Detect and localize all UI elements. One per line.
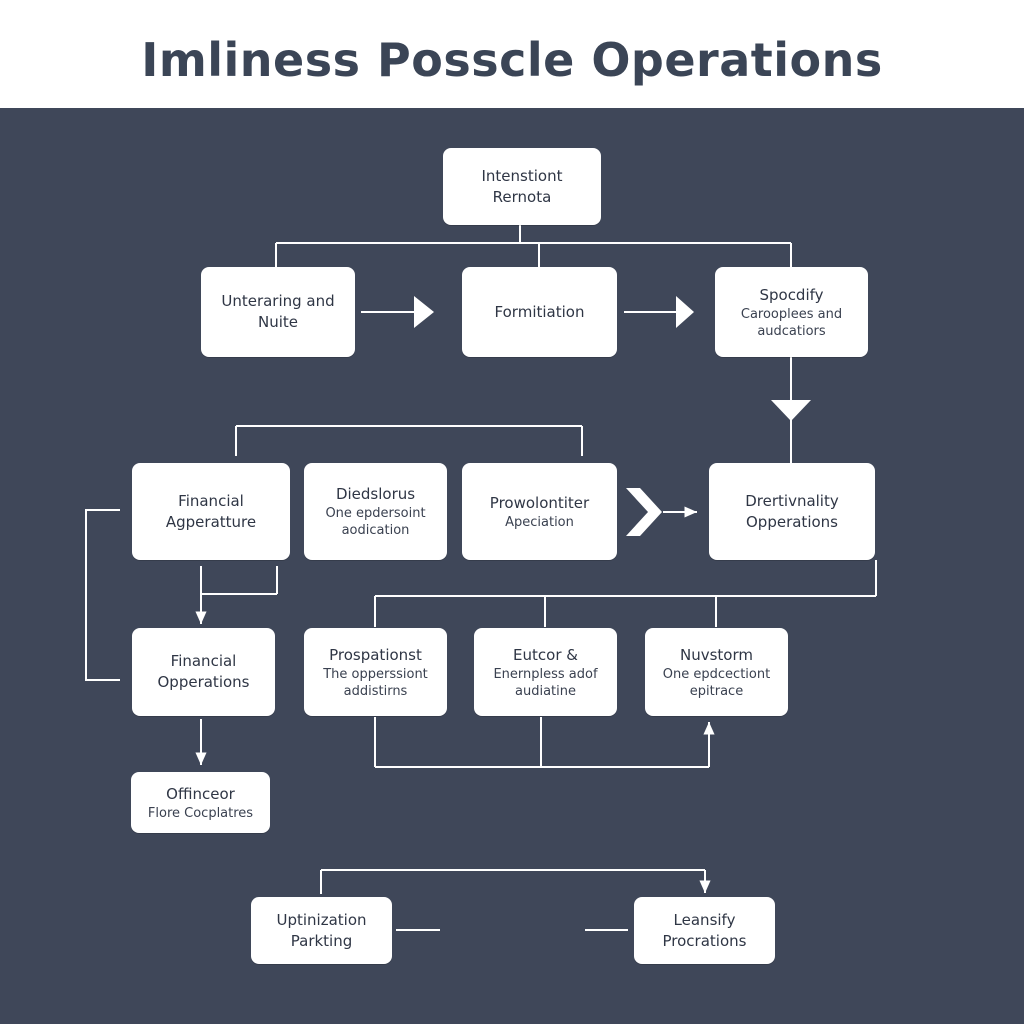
node-nuvstorm[interactable]: Nuvstorm One epdcectiont epitrace — [645, 628, 788, 716]
node-title: Formitiation — [494, 302, 585, 321]
node-spocdify[interactable]: Spocdify Carooplees and audcatiors — [715, 267, 868, 357]
node-subtitle-line2: epitrace — [689, 683, 744, 699]
node-title-line2: Opperations — [157, 673, 250, 691]
node-drertivnality[interactable]: Drertivnality Opperations — [709, 463, 875, 560]
node-subtitle: Apeciation — [505, 514, 574, 530]
node-title-line2: Procrations — [662, 931, 747, 950]
node-uptinization[interactable]: Uptinization Parkting — [251, 897, 392, 964]
node-title: Prowolontiter — [489, 493, 590, 512]
node-diedslorus[interactable]: Diedslorus One epdersoint aodication — [304, 463, 447, 560]
node-title: Diedslorus — [335, 485, 416, 503]
node-subtitle-line2: addistirns — [343, 683, 408, 699]
node-eutcor[interactable]: Eutcor & Enernpless adof audiatine — [474, 628, 617, 716]
chevron-right-icon — [626, 488, 662, 536]
node-title: Unteraring and — [221, 292, 335, 310]
node-prowolontiter[interactable]: Prowolontiter Apeciation — [462, 463, 617, 560]
node-title: Financial — [170, 652, 237, 670]
node-title-line2: Opperations — [746, 512, 838, 531]
header-bar: Imliness Posscle Operations — [0, 0, 1024, 108]
node-subtitle: Enernpless adof — [493, 666, 598, 682]
node-formitiation[interactable]: Formitiation — [462, 267, 617, 357]
connector-layer — [85, 225, 877, 931]
node-subtitle: One epdcectiont — [662, 666, 771, 682]
node-title: Offinceor — [166, 784, 235, 803]
arrowhead-right-2 — [676, 296, 694, 328]
node-title-line2: Agperatture — [165, 512, 257, 531]
diagram-title: Imliness Posscle Operations — [141, 33, 883, 87]
arrowhead-down-spocdify — [771, 400, 811, 421]
node-subtitle-line2: audiatine — [515, 683, 576, 699]
node-subtitle-line2: audcatiors — [757, 323, 826, 339]
node-financial-opperations[interactable]: Financial Opperations — [132, 628, 275, 716]
node-subtitle: Carooplees and — [740, 306, 843, 322]
node-subtitle: Flore Cocplatres — [147, 805, 254, 821]
connector-left-bracket — [85, 509, 120, 681]
node-title: Leansify — [673, 910, 736, 929]
node-subtitle: One epdersoint — [325, 506, 426, 521]
node-title: Prospationst — [329, 645, 422, 664]
node-title: Financial — [178, 491, 244, 510]
node-title: Uptinization — [276, 910, 367, 929]
node-intenstiont[interactable]: Intenstiont Rernota — [443, 148, 601, 225]
node-title: Drertivnality — [745, 491, 839, 510]
node-title: Intenstiont — [481, 166, 563, 185]
node-title-line2: Parkting — [290, 931, 353, 950]
diagram-canvas: Intenstiont Rernota Unteraring and Nuite… — [0, 108, 1024, 1024]
node-unteraring[interactable]: Unteraring and Nuite — [201, 267, 355, 357]
node-financial-agperatture[interactable]: Financial Agperatture — [132, 463, 290, 560]
node-offinceor[interactable]: Offinceor Flore Cocplatres — [131, 772, 270, 833]
node-prospationst[interactable]: Prospationst The opperssiont addistirns — [304, 628, 447, 716]
node-title: Spocdify — [759, 285, 824, 304]
node-title-line2: Nuite — [257, 313, 298, 331]
arrowhead-right-1 — [414, 296, 434, 328]
node-subtitle-line2: aodication — [341, 523, 410, 538]
node-subtitle: The opperssiont — [323, 666, 428, 682]
node-leansify[interactable]: Leansify Procrations — [634, 897, 775, 964]
node-title: Eutcor & — [513, 645, 578, 664]
node-title-line2: Rernota — [492, 187, 552, 206]
node-title: Nuvstorm — [680, 645, 753, 664]
